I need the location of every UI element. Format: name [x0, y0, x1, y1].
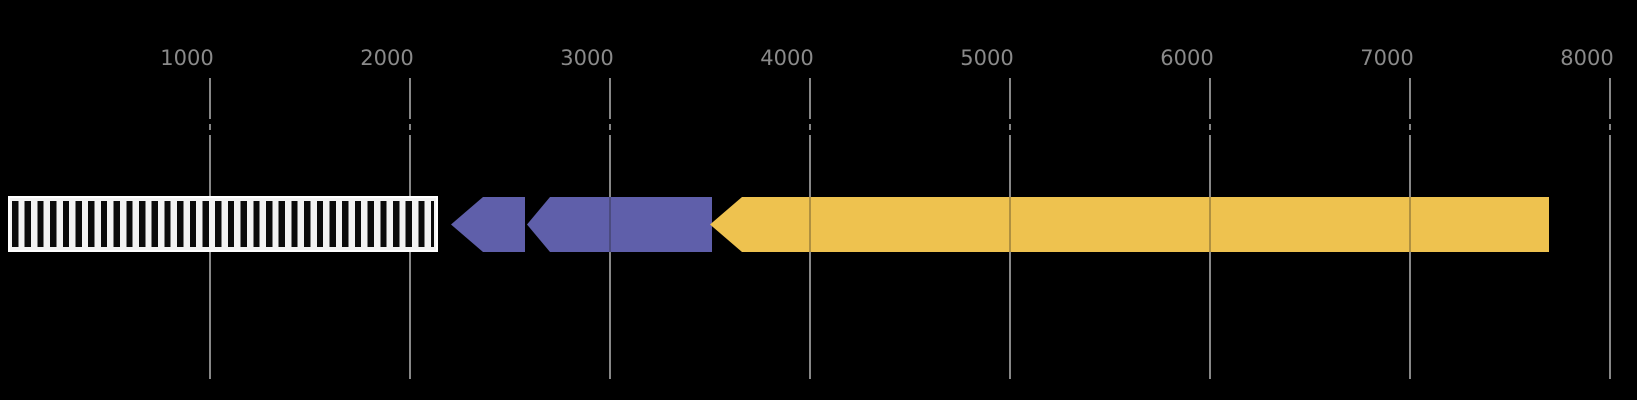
gridline-5000	[1009, 141, 1011, 379]
gridline-7000	[1409, 141, 1411, 379]
gridline-7000	[1409, 113, 1411, 141]
gridline-through-feature-6000	[1209, 197, 1211, 252]
gridline-through-feature-5000	[1009, 197, 1011, 252]
gridline-5000	[1009, 78, 1011, 113]
gridline-3000	[609, 113, 611, 141]
gridline-2000	[409, 141, 411, 379]
gridline-through-feature-3000	[609, 197, 611, 252]
tick-label-4000: 4000	[760, 46, 814, 70]
gridline-3000	[609, 141, 611, 379]
gridline-7000	[1409, 78, 1411, 113]
gridline-2000	[409, 113, 411, 141]
gridline-1000	[209, 78, 211, 113]
large-purple-arrow-feature	[527, 197, 712, 252]
gridline-4000	[809, 78, 811, 113]
yellow-arrow-feature	[710, 197, 1549, 252]
gridline-6000	[1209, 78, 1211, 113]
gridline-8000	[1609, 113, 1611, 141]
gridline-2000	[409, 78, 411, 113]
gridline-1000	[209, 141, 211, 379]
tick-label-7000: 7000	[1360, 46, 1414, 70]
gridline-1000	[209, 113, 211, 141]
gridline-through-feature-7000	[1409, 197, 1411, 252]
gridline-6000	[1209, 141, 1211, 379]
gridline-6000	[1209, 113, 1211, 141]
hatched-box-feature	[8, 196, 438, 252]
gridline-5000	[1009, 113, 1011, 141]
tick-label-2000: 2000	[360, 46, 414, 70]
gridline-8000	[1609, 78, 1611, 113]
gridline-4000	[809, 113, 811, 141]
gridline-3000	[609, 78, 611, 113]
tick-label-6000: 6000	[1160, 46, 1214, 70]
gridline-4000	[809, 141, 811, 379]
vertical-stripes-hatch	[12, 201, 434, 247]
tick-label-3000: 3000	[560, 46, 614, 70]
tick-label-8000: 8000	[1560, 46, 1614, 70]
gridline-through-feature-4000	[809, 197, 811, 252]
tick-label-5000: 5000	[960, 46, 1014, 70]
tick-label-1000: 1000	[160, 46, 214, 70]
gridline-8000	[1609, 141, 1611, 379]
